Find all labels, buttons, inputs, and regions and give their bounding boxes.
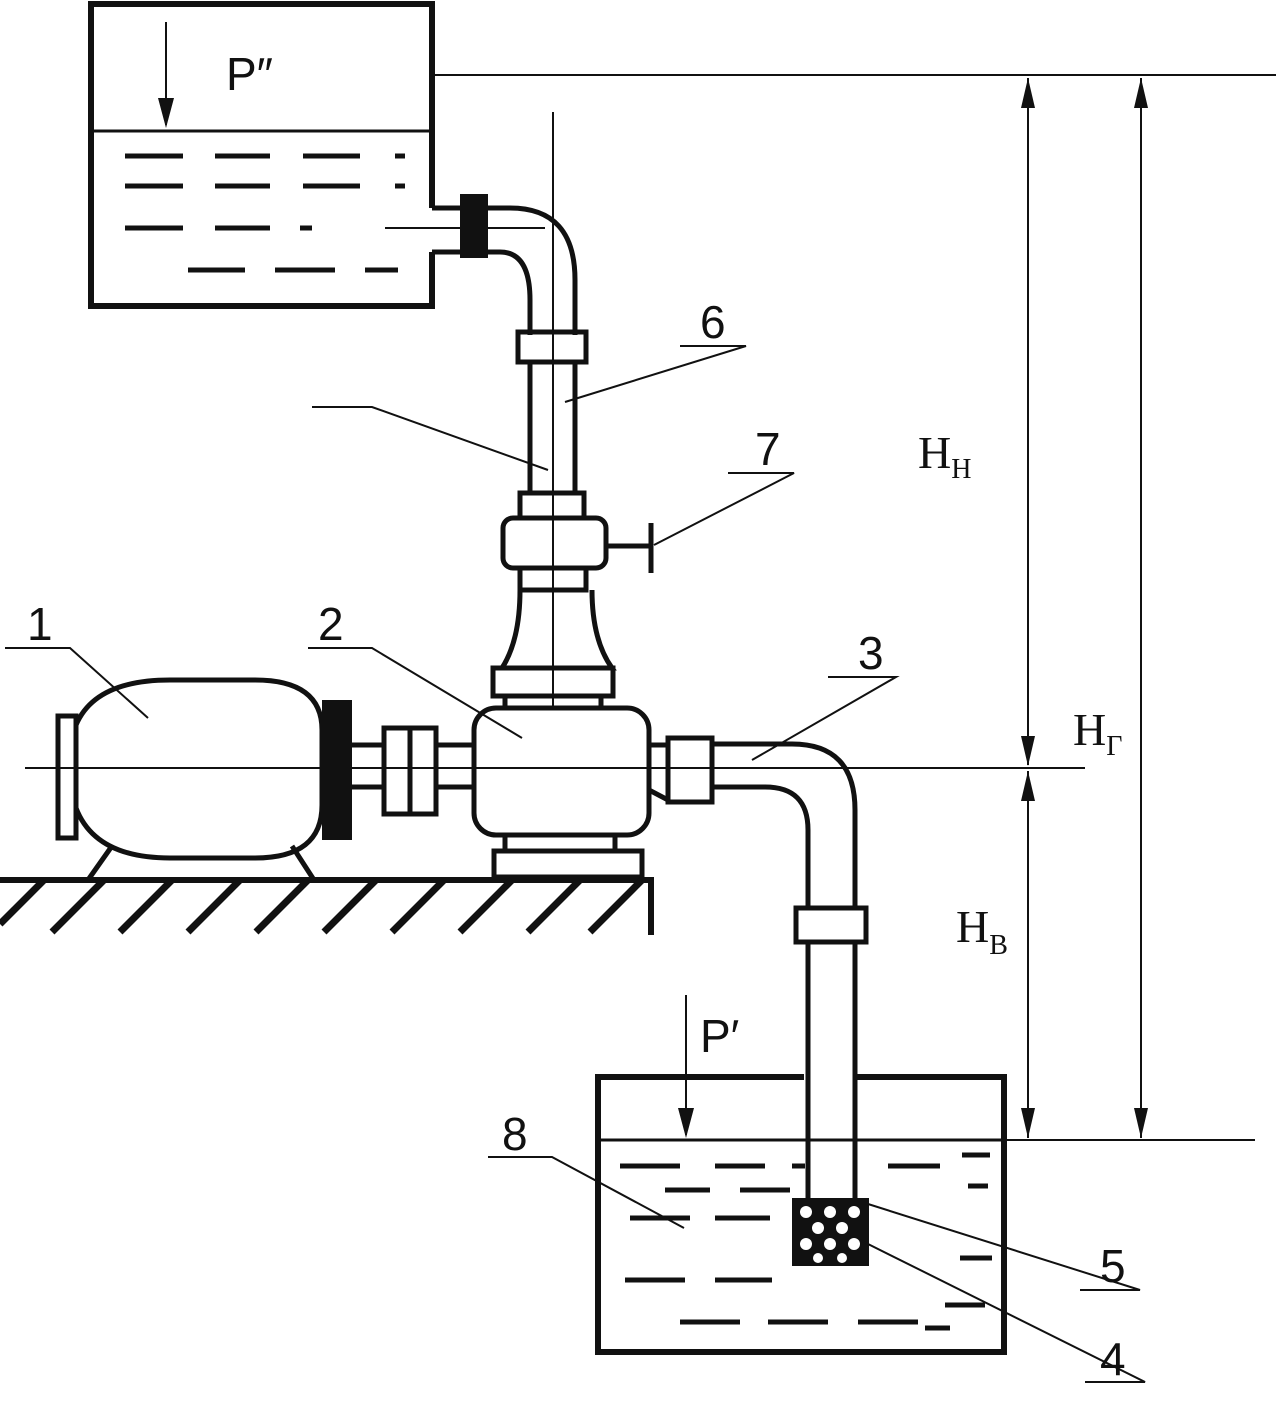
dimension-lines [432, 74, 1276, 1141]
pump-casing [471, 705, 652, 838]
lower-pressure-label: P′ [700, 1010, 739, 1062]
label-motor: 1 [27, 598, 53, 650]
lower-tank-water-dashes [620, 1152, 992, 1331]
label-strainer: 4 [1100, 1333, 1126, 1385]
discharge-pipe [488, 112, 589, 710]
upper-tank-water-dashes [125, 153, 405, 273]
valve-body [500, 515, 609, 571]
label-valve: 7 [755, 423, 781, 475]
suction-pipe [646, 735, 869, 1198]
lower-pressure-arrow [678, 995, 694, 1138]
electric-motor [55, 677, 352, 882]
suction-pipe-flange [793, 905, 869, 945]
lower-tank [595, 1074, 1007, 1355]
upper-pressure-arrow [158, 22, 174, 128]
callout-leaders [5, 345, 1146, 1383]
label-pump: 2 [318, 598, 344, 650]
pump [471, 665, 652, 880]
label-discharge-pipe: 6 [700, 296, 726, 348]
upper-pressure-label: P″ [226, 48, 273, 100]
motor-flange [322, 700, 352, 840]
label-foot-valve: 5 [1100, 1240, 1126, 1292]
label-lower-tank: 8 [502, 1108, 528, 1160]
outlet-flange [460, 194, 488, 258]
suction-head-label: HВ [956, 901, 1008, 961]
discharge-head-label: HН [918, 427, 971, 485]
coupling [352, 725, 474, 817]
total-head-label: HГ [1073, 704, 1122, 762]
foundation [0, 877, 654, 935]
label-suction-pipe: 3 [858, 627, 884, 679]
strainer [792, 1198, 869, 1266]
upper-tank [88, 1, 545, 309]
valve [497, 490, 654, 671]
